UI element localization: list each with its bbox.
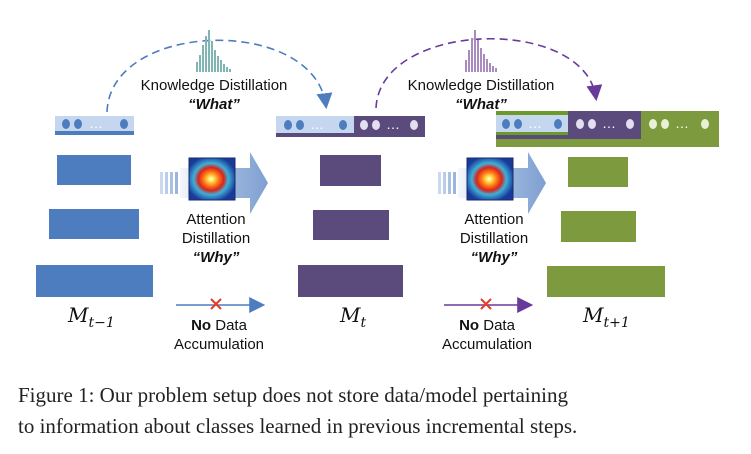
layer-block	[49, 209, 139, 239]
neuron-dot	[626, 119, 634, 129]
ellipsis: …	[675, 115, 689, 131]
classifier-head	[354, 116, 425, 134]
neuron-dot	[701, 119, 709, 129]
classifier-head	[276, 116, 354, 134]
ellipsis: …	[89, 115, 103, 131]
figure-caption: Figure 1: Our problem setup does not sto…	[18, 380, 734, 442]
neuron-dot	[284, 120, 292, 130]
neuron-dot	[74, 119, 82, 129]
model-t-plus-1	[496, 111, 719, 297]
neuron-dot	[649, 119, 657, 129]
neuron-dot	[372, 120, 380, 130]
layer-block	[36, 265, 153, 297]
no-data-label-2: No Data Accumulation	[441, 317, 533, 353]
ellipsis: …	[528, 115, 542, 131]
kd-label-2: Knowledge Distillation “What”	[407, 77, 555, 113]
classifier-head	[55, 116, 134, 132]
neuron-dot	[661, 119, 669, 129]
histogram-icon	[465, 30, 497, 72]
neuron-dot	[554, 119, 562, 129]
model-label-t: Mt	[340, 303, 367, 331]
neuron-dot	[588, 119, 596, 129]
cross-icon	[480, 298, 492, 310]
model-t-minus-1	[36, 116, 153, 297]
layer-block	[57, 155, 131, 185]
kd-arrow-1	[106, 39, 333, 113]
neuron-dot	[360, 120, 368, 130]
no-data-label-1: No Data Accumulation	[173, 317, 265, 353]
layer-block	[568, 157, 628, 187]
ellipsis: …	[602, 115, 616, 131]
histogram-icon	[196, 30, 231, 72]
kd-label-1: Knowledge Distillation “What”	[140, 77, 288, 113]
model-label-t-minus-1: Mt−1	[68, 303, 115, 331]
ellipsis: …	[386, 116, 400, 132]
neuron-dot	[576, 119, 584, 129]
cross-icon	[210, 298, 222, 310]
attention-arrow-2	[438, 152, 546, 214]
caption-line: to information about classes learned in …	[18, 414, 578, 438]
neuron-dot	[514, 119, 522, 129]
attention-arrow-1	[160, 152, 268, 214]
kd-arrow-2	[375, 38, 603, 109]
ad-label-1: Attention Distillation “Why”	[181, 211, 251, 266]
caption-line: Figure 1: Our problem setup does not sto…	[18, 383, 568, 407]
figure-1-diagram	[36, 30, 719, 313]
neuron-dot	[120, 119, 128, 129]
neuron-dot	[339, 120, 347, 130]
model-t	[276, 116, 425, 297]
layer-block	[320, 155, 381, 186]
ad-label-2: Attention Distillation “Why”	[459, 211, 529, 266]
layer-block	[298, 265, 403, 297]
layer-block	[561, 211, 636, 242]
model-label-t-plus-1: Mt+1	[583, 303, 630, 331]
layer-block	[313, 210, 389, 240]
no-data-arrow-1	[176, 297, 266, 313]
classifier-head	[641, 111, 719, 147]
ellipsis: …	[310, 116, 324, 132]
neuron-dot	[410, 120, 418, 130]
attention-map-icon	[188, 157, 236, 201]
no-data-arrow-2	[444, 297, 534, 313]
attention-map-icon	[466, 157, 514, 201]
layer-block	[547, 266, 665, 297]
neuron-dot	[502, 119, 510, 129]
neuron-dot	[62, 119, 70, 129]
neuron-dot	[296, 120, 304, 130]
